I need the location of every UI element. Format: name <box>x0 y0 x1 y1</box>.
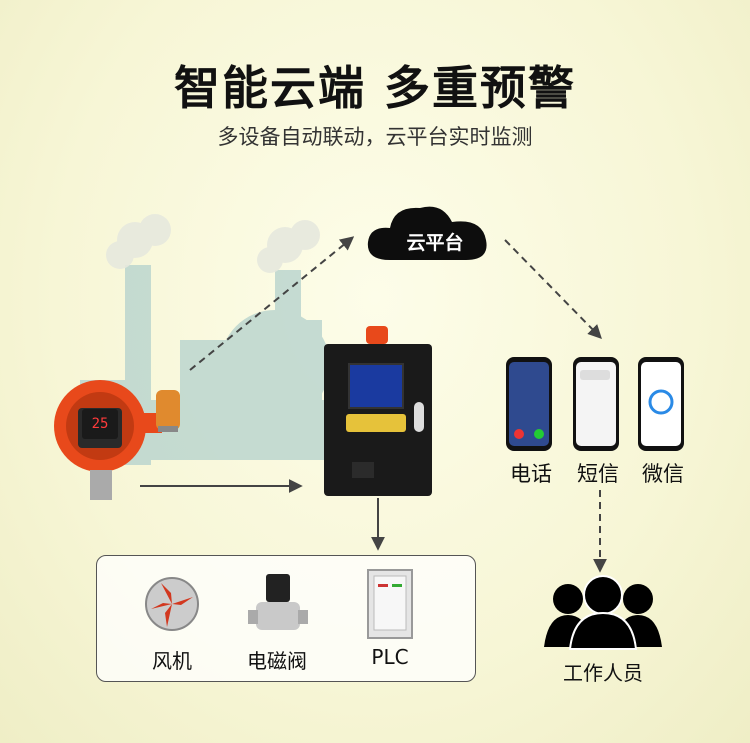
phone-call-icon <box>506 357 552 451</box>
factory-illustration <box>80 214 330 465</box>
staff-group-icon <box>544 575 662 650</box>
alert-label-phone: 电话 <box>510 462 552 486</box>
phone-wechat-icon <box>638 357 684 451</box>
alert-label-sms: 短信 <box>577 462 619 486</box>
device-label-fan: 风机 <box>152 649 192 673</box>
page-subtitle: 多设备自动联动，云平台实时监测 <box>217 125 533 149</box>
plc-cabinet-icon <box>367 569 413 639</box>
controller-screen <box>348 363 404 409</box>
device-label-valve: 电磁阀 <box>247 649 307 673</box>
page-title: 智能云端 多重预警 <box>173 61 576 115</box>
cloud-icon <box>367 206 487 260</box>
alarm-controller-icon <box>324 326 432 496</box>
fan-icon <box>145 577 199 631</box>
staff-label: 工作人员 <box>563 661 643 685</box>
phone-sms-icon <box>573 357 619 451</box>
solenoid-valve-icon <box>248 574 308 630</box>
detector-reading: 25 <box>82 409 118 439</box>
device-label-plc: PLC <box>371 645 409 669</box>
cloud-platform-label: 云平台 <box>406 232 464 254</box>
alert-label-wechat: 微信 <box>642 462 684 486</box>
